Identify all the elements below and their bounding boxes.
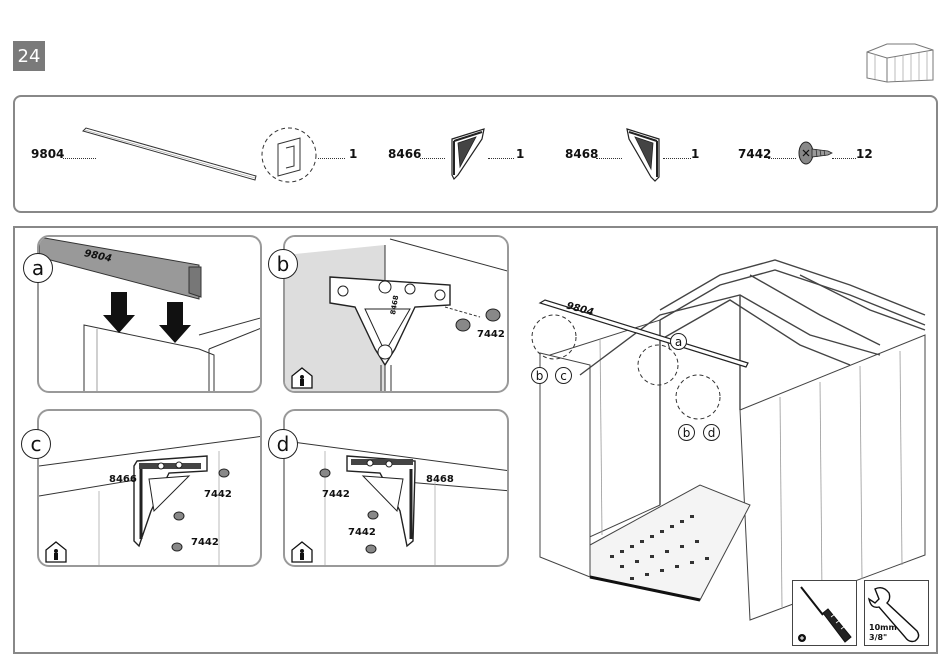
screw-label-7442: 7442 bbox=[191, 537, 219, 548]
indoor-person-icon bbox=[291, 541, 313, 563]
part-qty-9804: 1 bbox=[349, 147, 357, 161]
overview-callout-b: b bbox=[531, 367, 548, 384]
part-qty-8468: 1 bbox=[691, 147, 699, 161]
leader-dots bbox=[596, 158, 622, 159]
detail-panel-b: 8468 7442 bbox=[283, 235, 509, 393]
step-letter-a: a bbox=[23, 253, 53, 283]
roof-beam-part-image bbox=[83, 128, 258, 183]
part-code-8466: 8466 bbox=[388, 147, 421, 161]
detail-panel-a: 9804 bbox=[37, 235, 262, 393]
wrench-size-imperial: 3/8" bbox=[869, 633, 887, 642]
leader-dots bbox=[832, 158, 856, 159]
indoor-person-icon bbox=[291, 367, 313, 389]
part-qty-8466: 1 bbox=[516, 147, 524, 161]
part-code-9804: 9804 bbox=[31, 147, 64, 161]
leader-dots bbox=[420, 158, 445, 159]
screw-7442-image bbox=[798, 140, 834, 166]
overview-callout-c: c bbox=[555, 367, 572, 384]
beam-end-detail-icon bbox=[260, 126, 318, 184]
detail-panel-c: 8466 7442 7442 bbox=[37, 409, 262, 567]
phillips-screwdriver-icon bbox=[793, 581, 858, 647]
bracket-label-8468: 8468 bbox=[426, 474, 454, 485]
panel-a-illustration bbox=[39, 237, 262, 393]
indoor-person-icon bbox=[45, 541, 67, 563]
overview-callout-d: d bbox=[703, 424, 720, 441]
shed-thumbnail-icon bbox=[865, 36, 935, 84]
screw-label-7442: 7442 bbox=[477, 329, 505, 340]
part-code-7442: 7442 bbox=[738, 147, 771, 161]
tool-wrench-box: 10mm 3/8" bbox=[864, 580, 929, 646]
panel-d-illustration bbox=[285, 411, 509, 567]
leader-dots bbox=[663, 158, 691, 159]
wrench-size-metric: 10mm bbox=[869, 623, 897, 632]
leader-dots bbox=[768, 158, 796, 159]
step-letter-c: c bbox=[21, 429, 51, 459]
step-number-badge: 24 bbox=[13, 41, 45, 71]
overview-callout-a: a bbox=[670, 333, 687, 350]
corner-bracket-8468-image bbox=[625, 127, 661, 183]
screw-label-7442: 7442 bbox=[204, 489, 232, 500]
step-letter-b: b bbox=[268, 249, 298, 279]
leader-dots bbox=[488, 158, 514, 159]
part-qty-7442: 12 bbox=[856, 147, 873, 161]
bracket-label-8466: 8466 bbox=[109, 474, 137, 485]
screw-label-7442: 7442 bbox=[348, 527, 376, 538]
overview-callout-b: b bbox=[678, 424, 695, 441]
leader-dots bbox=[318, 158, 345, 159]
corner-bracket-8466-image bbox=[450, 127, 486, 181]
detail-panel-d: 8468 7442 7442 bbox=[283, 409, 509, 567]
step-letter-d: d bbox=[268, 429, 298, 459]
part-code-8468: 8468 bbox=[565, 147, 598, 161]
screw-label-7442: 7442 bbox=[322, 489, 350, 500]
tool-screwdriver-box bbox=[792, 580, 857, 646]
